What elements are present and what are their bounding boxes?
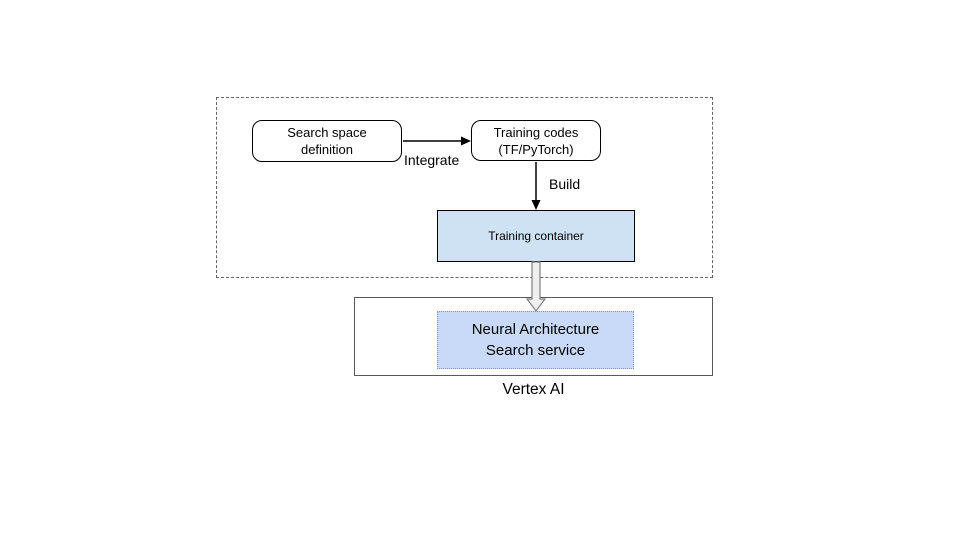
build-edge-label: Build <box>549 176 581 192</box>
training-pipeline-group <box>216 97 713 278</box>
search-space-definition-label: Search space definition <box>287 125 367 157</box>
training-codes-label: Training codes (TF/PyTorch) <box>493 124 579 157</box>
training-container-label: Training container <box>488 229 584 243</box>
nas-service-box: Neural Architecture Search service <box>437 311 634 369</box>
integrate-edge-label: Integrate <box>404 152 460 168</box>
search-space-definition-box: Search space definition <box>252 120 402 162</box>
training-codes-box: Training codes (TF/PyTorch) <box>471 120 601 161</box>
nas-service-label: Neural Architecture Search service <box>471 321 600 359</box>
vertex-ai-caption: Vertex AI <box>502 381 565 398</box>
training-container-box: Training container <box>437 210 635 262</box>
